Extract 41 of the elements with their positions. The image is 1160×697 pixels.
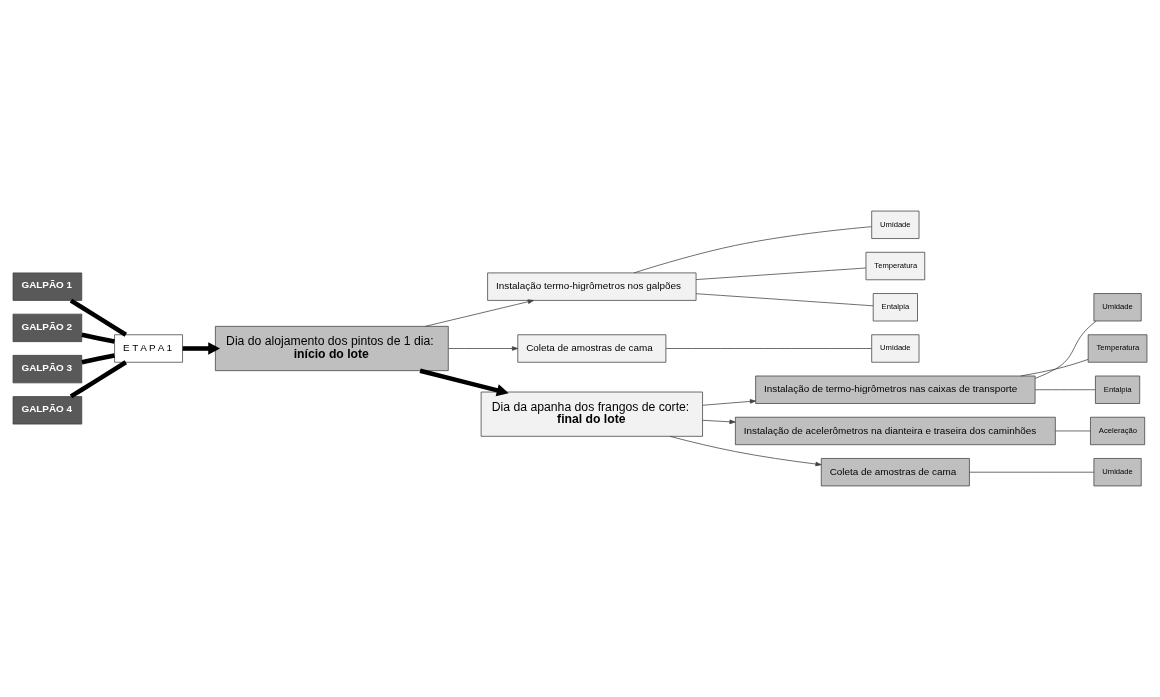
- connector: [695, 293, 874, 307]
- arrow: [419, 368, 509, 397]
- arrow: [702, 399, 756, 406]
- node-box: Dia do alojamento dos pintos de 1 dia: início do lote: [215, 326, 449, 371]
- node-box: GALPÃO 3: [12, 355, 83, 384]
- connector: [1034, 389, 1096, 391]
- arrow: [702, 419, 736, 425]
- node-box: Coleta de amostras de cama: [517, 334, 667, 363]
- node-box: Entalpia: [1095, 375, 1141, 404]
- connector: [969, 471, 1095, 473]
- node-box: E T A P A 1: [114, 334, 183, 363]
- node-box: GALPÃO 2: [12, 313, 83, 342]
- arrow: [669, 436, 822, 467]
- node-box: Umidade: [871, 334, 920, 363]
- connector: [69, 298, 128, 337]
- node-box: Umidade: [1093, 293, 1142, 322]
- node-box: Instalação de termo-higrômetros nas caixas de transporte: [755, 375, 1036, 404]
- node-box: Instalação termo-higrômetros nos galpões: [487, 272, 697, 301]
- node-box: GALPÃO 1: [12, 272, 83, 301]
- connector: [81, 332, 115, 344]
- connector: [1055, 430, 1091, 432]
- node-box: Entalpia: [872, 293, 918, 322]
- node-box: Instalação de acelerômetros na dianteira e traseira dos caminhões: [735, 416, 1056, 446]
- node-box: GALPÃO 4: [12, 396, 83, 425]
- connector: [81, 353, 115, 365]
- node-box: Umidade: [871, 210, 920, 239]
- connector: [69, 360, 128, 399]
- connector: [1034, 320, 1097, 379]
- arrow: [182, 342, 220, 355]
- connector: [1020, 359, 1089, 377]
- connector: [665, 348, 872, 349]
- node-box: Umidade: [1093, 458, 1142, 487]
- arrow: [448, 346, 519, 351]
- node-box: Coleta de amostras de cama: [820, 458, 970, 487]
- node-box: Dia da apanha dos frangos de corte: final do lote: [480, 391, 703, 437]
- node-box: Temperatura: [1087, 334, 1148, 363]
- arrow: [424, 299, 534, 327]
- node-box: Temperatura: [865, 251, 926, 281]
- connector: [695, 267, 867, 280]
- node-box: Aceleração: [1090, 416, 1146, 446]
- connector: [633, 226, 872, 274]
